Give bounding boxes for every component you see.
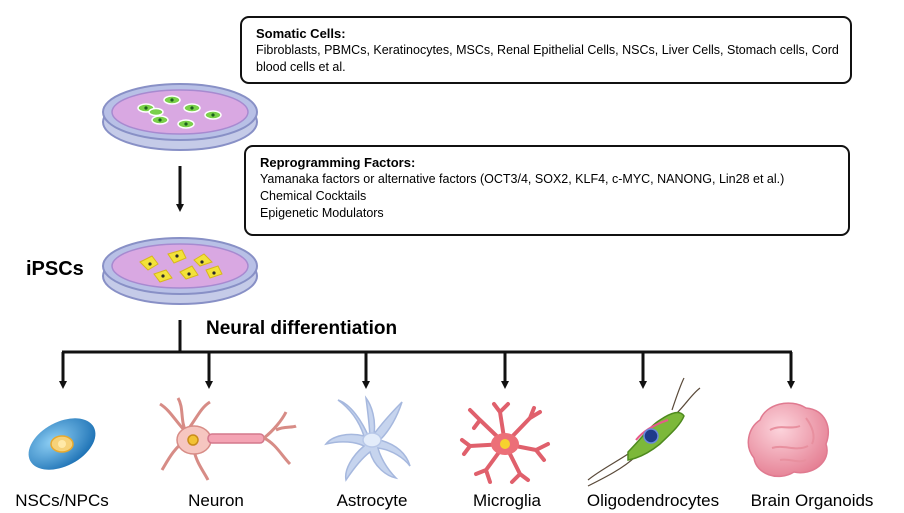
microglia-icon [460,402,550,484]
nsc-npc-icon [28,418,96,470]
somatic-petri-dish-icon [102,83,258,151]
neuron-icon [159,397,297,481]
cell-label-oligodendrocytes: Oligodendrocytes [586,491,720,510]
reprogramming-factors-title: Reprogramming Factors: [260,155,416,170]
brain-organoid-icon [747,402,829,478]
differentiation-tree [62,320,792,354]
reprogramming-factor-line: Yamanaka factors or alternative factors … [260,172,785,186]
cell-label-nsc-npc: NSCs/NPCs [15,491,109,510]
neural-differentiation-label: Neural differentiation [206,318,398,339]
cell-label-microglia: Microglia [472,491,542,510]
reprogramming-factors-box: Reprogramming Factors: Yamanaka factors … [244,145,850,236]
somatic-cells-box: Somatic Cells: Fibroblasts, PBMCs, Kerat… [240,16,852,84]
somatic-cells-text: Fibroblasts, PBMCs, Keratinocytes, MSCs,… [256,43,839,74]
cell-label-brain-organoids: Brain Organoids [750,491,874,510]
reprogramming-factor-line: Chemical Cocktails [260,189,367,203]
ipsc-petri-dish-icon [102,237,258,305]
astrocyte-icon [324,395,411,482]
differentiation-arrows [59,352,795,389]
reprogramming-factor-line: Epigenetic Modulators [260,206,384,220]
somatic-cells-title: Somatic Cells: [256,26,346,41]
ipsc-label: iPSCs [26,258,84,280]
cell-label-neuron: Neuron [188,491,244,510]
cell-label-astrocyte: Astrocyte [336,491,408,510]
oligodendrocyte-icon [587,377,701,487]
